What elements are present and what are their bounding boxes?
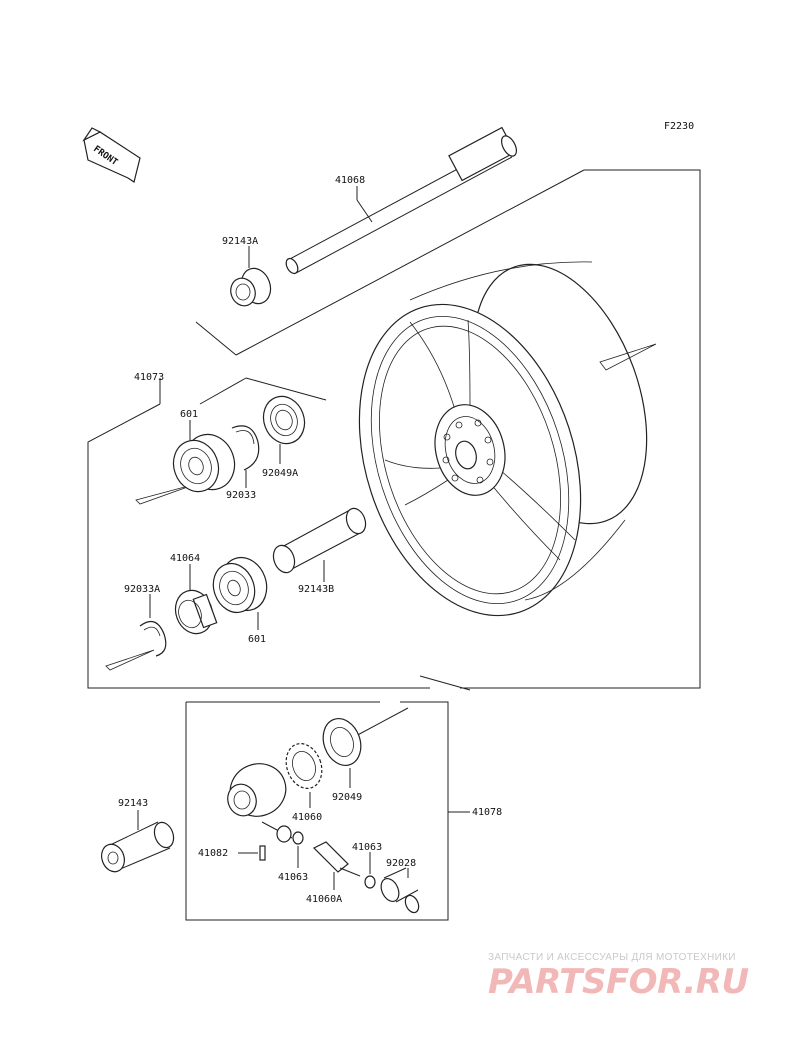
callout-92143B: 92143B [298, 584, 334, 595]
callout-92033: 92033 [226, 490, 256, 501]
callout-41068: 41068 [335, 175, 365, 186]
callout-92143A: 92143A [222, 236, 258, 247]
callout-41063-right: 41063 [352, 842, 382, 853]
callout-41073: 41073 [134, 372, 164, 383]
wheel-rim [358, 261, 648, 617]
gear-41060 [285, 743, 323, 789]
diagram-code: F2230 [664, 121, 694, 132]
callout-41064: 41064 [170, 553, 200, 564]
callout-92049: 92049 [332, 792, 362, 803]
bearing-601-upper [172, 433, 236, 493]
washer-41063-right [364, 875, 376, 889]
pin-41082 [259, 845, 266, 861]
washer-41063-left [292, 831, 304, 845]
collar-92143 [101, 821, 175, 873]
circlip-92033A [139, 620, 167, 657]
main-group-outline [87, 169, 701, 689]
callout-41060: 41060 [292, 812, 322, 823]
watermark-logo: PARTSFOR.RU [488, 962, 749, 1002]
circlip-92033 [231, 425, 260, 471]
spacer-41064 [174, 589, 218, 635]
axle-41068 [285, 126, 517, 275]
oil-seal-92049A [262, 395, 306, 445]
pinion-41060A [312, 841, 361, 877]
collar-92143A [230, 267, 272, 307]
callout-92143: 92143 [118, 798, 148, 809]
oil-seal-92049 [322, 718, 362, 766]
callout-601-lower: 601 [248, 634, 266, 645]
collar-92143B [272, 507, 367, 574]
callout-41060A: 41060A [306, 894, 342, 905]
callout-601-upper: 601 [180, 409, 198, 420]
bushing-92028 [380, 867, 420, 914]
callout-92033A: 92033A [124, 584, 160, 595]
callout-92028: 92028 [386, 858, 416, 869]
meter-gear-housing [227, 763, 293, 843]
callout-92049A: 92049A [262, 468, 298, 479]
callout-41078: 41078 [472, 807, 502, 818]
callout-41082: 41082 [198, 848, 228, 859]
front-arrow: FRONT [82, 127, 141, 183]
callout-41063-left: 41063 [278, 872, 308, 883]
watermark-tagline: ЗАПЧАСТИ И АКСЕССУАРЫ ДЛЯ МОТОТЕХНИКИ [488, 952, 736, 963]
bearing-601-lower [212, 556, 268, 614]
